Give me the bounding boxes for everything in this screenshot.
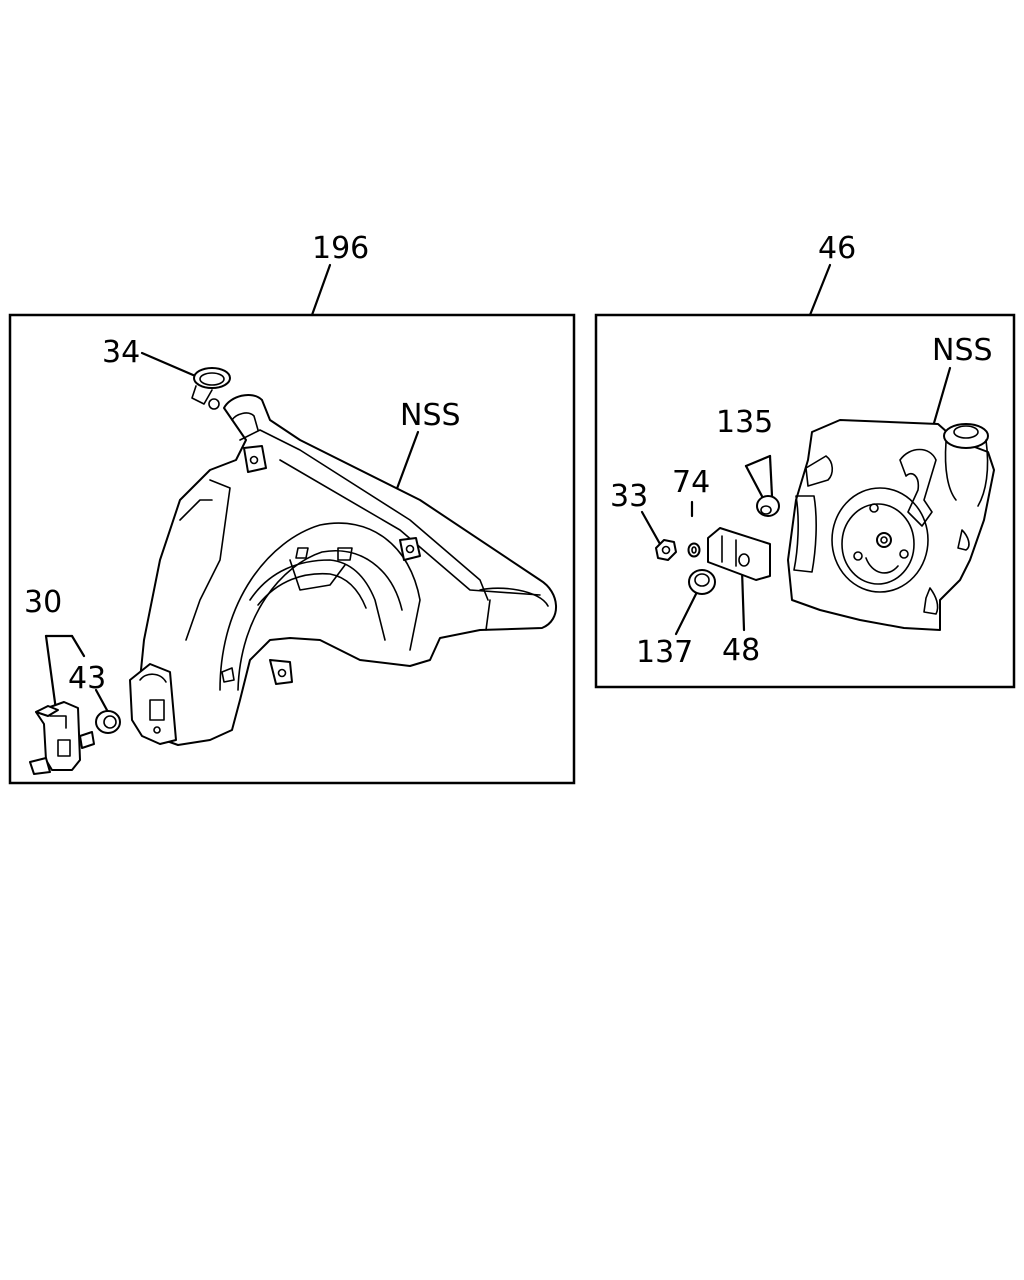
washer-74 [687,542,701,558]
nut-33 [655,539,677,561]
callout-135: 135 [716,405,773,440]
left-panel: 196 34 NSS 30 43 [8,231,576,785]
right-panel-frame [594,313,1016,689]
group-label-196: 196 [312,231,369,266]
callout-137: 137 [636,635,693,670]
callout-nss-left: NSS [400,398,461,433]
right-panel: 46 NSS 135 33 74 137 48 [594,231,1016,689]
left-panel-frame [8,313,576,785]
bushing-135 [756,495,780,517]
callout-74: 74 [672,465,710,500]
callout-48: 48 [722,633,760,668]
washer-tank [129,393,557,746]
callout-30: 30 [24,585,62,620]
reservoir-body [787,419,995,631]
hose-clamp [191,367,231,410]
callout-nss-right: NSS [932,333,993,368]
grommet [95,710,121,734]
callout-34: 34 [102,335,140,370]
callout-43: 43 [68,661,106,696]
washer-pump [29,701,95,775]
callout-33: 33 [610,479,648,514]
group-label-46: 46 [818,231,856,266]
bracket-48 [707,527,771,581]
spacer-137 [688,569,716,595]
